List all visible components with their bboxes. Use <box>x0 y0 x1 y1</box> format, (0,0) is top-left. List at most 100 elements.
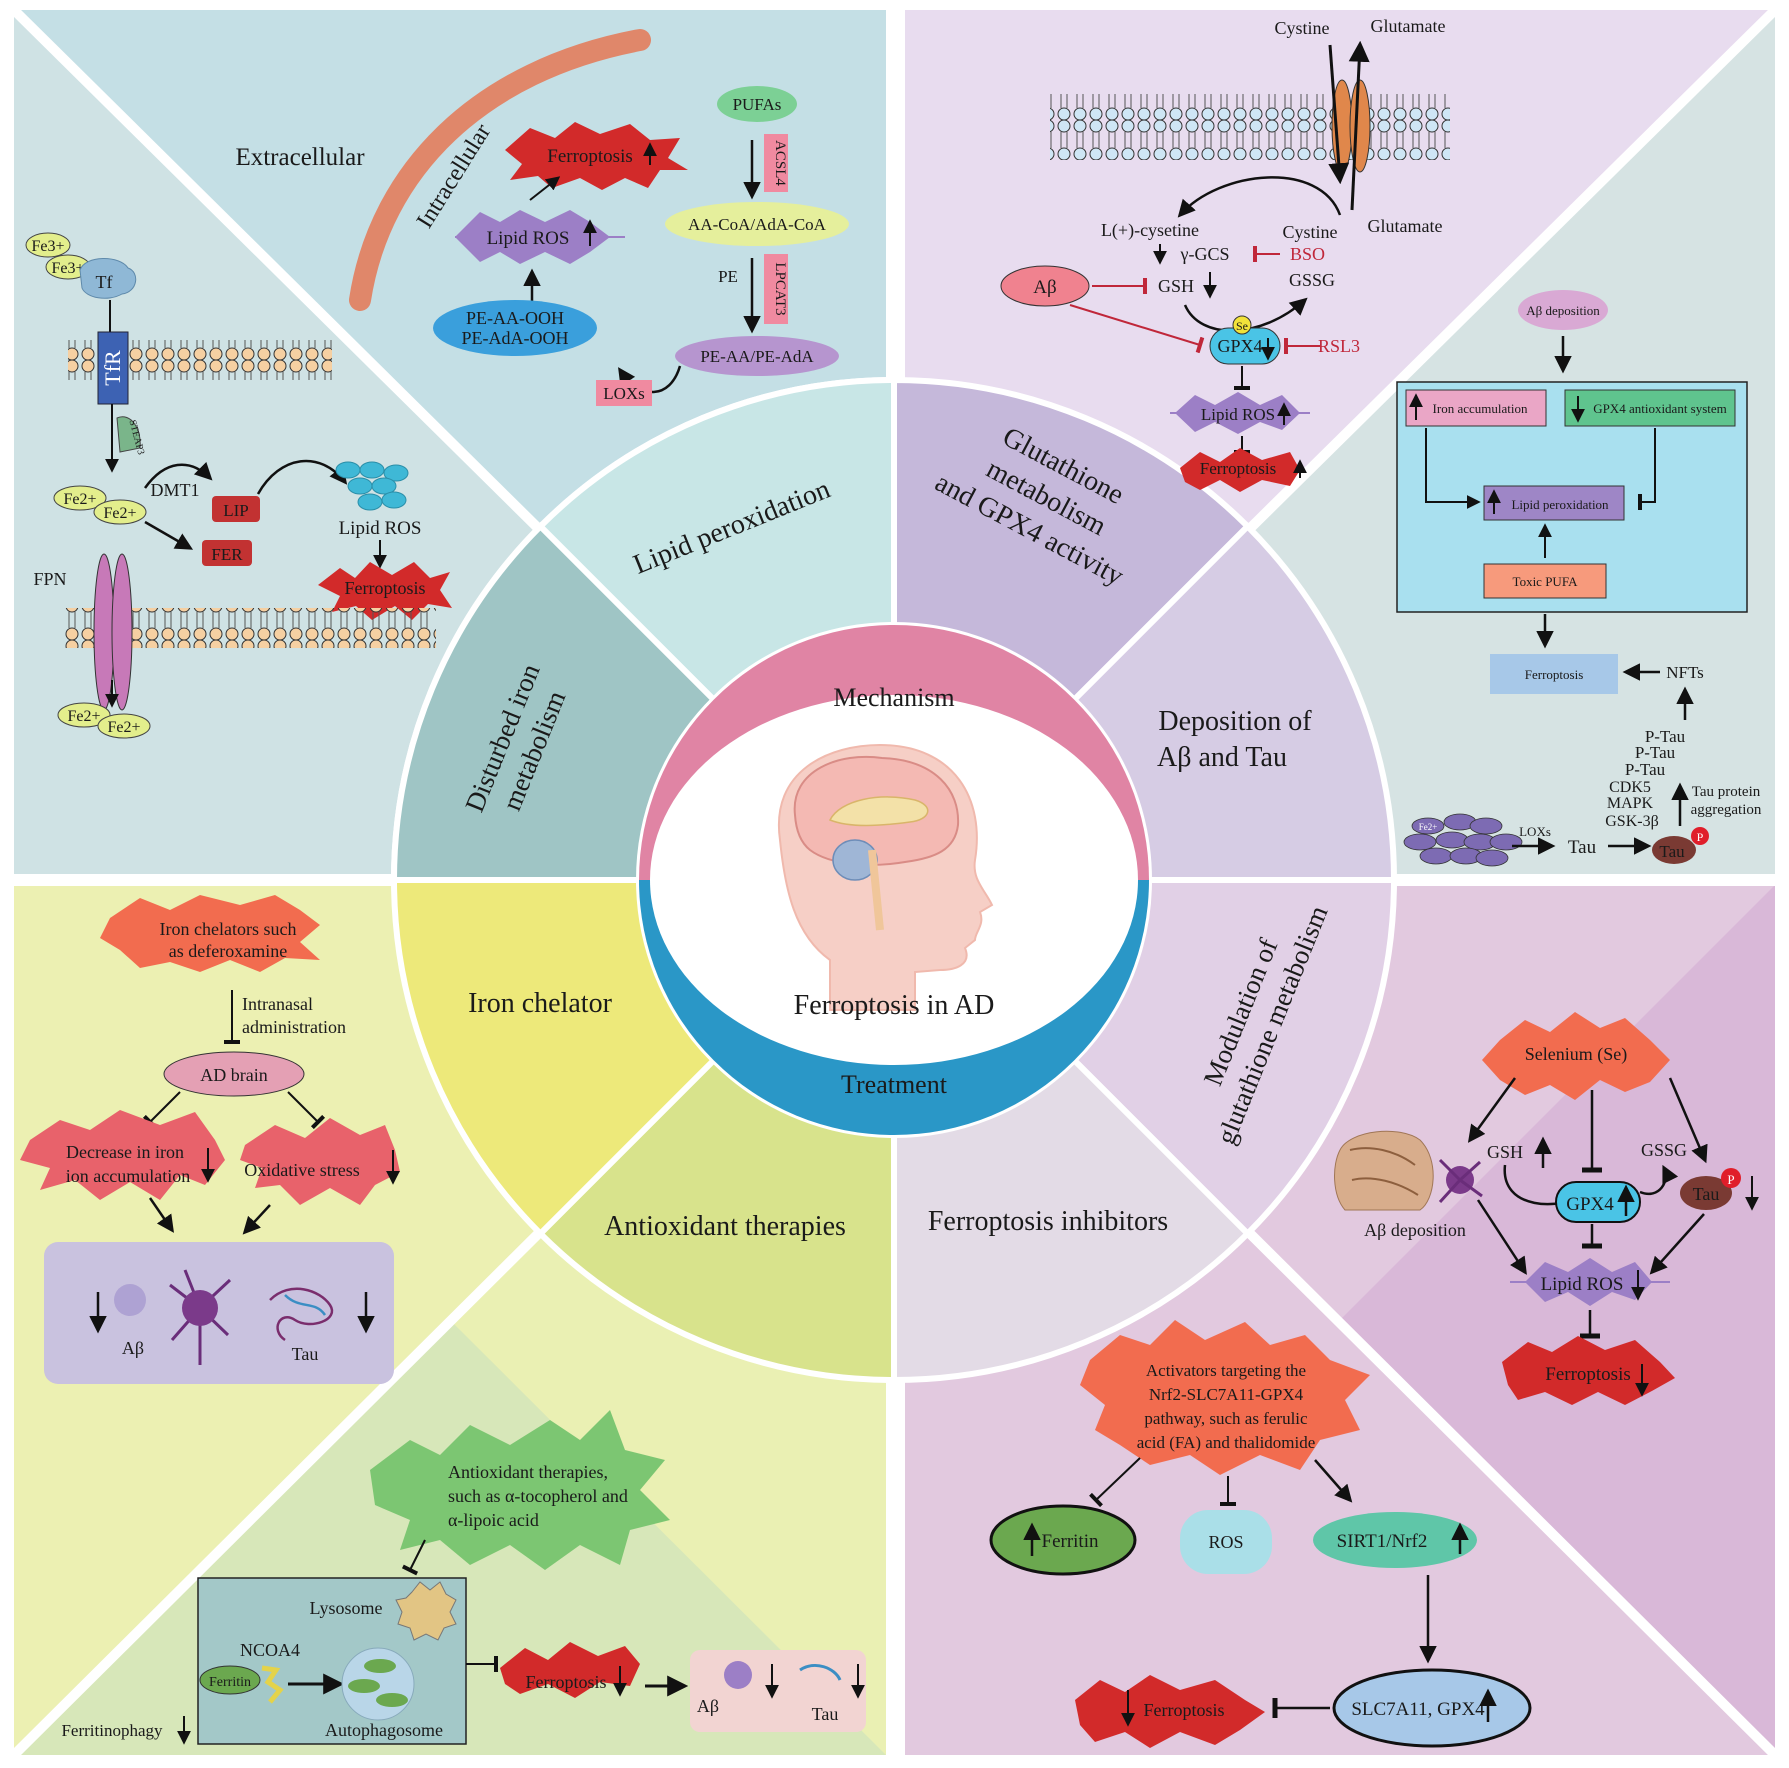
se-label: Se <box>1236 319 1248 333</box>
tau-tangle-icon-left <box>269 1287 334 1342</box>
decrease-label-2: ion accumulation <box>66 1166 190 1186</box>
chelator-text-2: as deferoxamine <box>169 941 287 961</box>
aa-coa-ellipse <box>665 202 849 246</box>
pufas-ellipse <box>717 86 797 122</box>
treatment-label: Treatment <box>841 1070 948 1099</box>
chelator-tau-label: Tau <box>292 1344 319 1364</box>
iron-chelator-panel: Iron chelators such as deferoxamine Intr… <box>20 895 400 1384</box>
pe-aa-ooh-2: PE-AdA-OOH <box>462 328 569 348</box>
iron-ferroptosis-label: Ferroptosis <box>345 578 426 598</box>
fpn-channel-right <box>111 553 133 711</box>
tfr-receptor <box>97 331 129 405</box>
dmt1-label: DMT1 <box>151 480 200 500</box>
mechanism-label: Mechanism <box>833 683 954 712</box>
inhibitors-label: Ferroptosis inhibitors <box>928 1206 1168 1237</box>
toxic-pufa-label: Toxic PUFA <box>1513 574 1579 589</box>
oxidative-label: Oxidative stress <box>244 1160 359 1180</box>
iron-accumulation-box <box>1405 389 1547 427</box>
antiox-ferroptosis-label: Ferroptosis <box>526 1672 607 1692</box>
chelator-burst <box>100 895 320 972</box>
ferritinophagy-label: Ferritinophagy <box>61 1721 163 1740</box>
nfts-label: NFTs <box>1666 663 1704 682</box>
cdk5-label: CDK5 <box>1609 779 1651 796</box>
fe3-label-a: Fe3+ <box>31 238 64 255</box>
iron-chelator-label: Iron chelator <box>468 988 612 1019</box>
modulation-ferroptosis-burst <box>1502 1336 1675 1405</box>
lipid-peroxidation-panel: Extracellular Intracellular Ferroptosis … <box>235 29 849 406</box>
gpx4-abeta-label: Aβ <box>1033 277 1056 298</box>
lpcat3-box <box>764 254 788 324</box>
antiox-text-2: such as α-tocopherol and <box>448 1486 628 1506</box>
sirt1-label: SIRT1/Nrf2 <box>1337 1531 1428 1552</box>
sirt1-ellipse <box>1313 1512 1477 1568</box>
antiox-text-3: α-lipoic acid <box>448 1510 539 1530</box>
gpx4-label: GPX4 <box>1217 336 1262 356</box>
slc7a11-label: SLC7A11, GPX4 <box>1351 1699 1485 1720</box>
antiox-ferritin-label: Ferritin <box>209 1675 251 1690</box>
pufas-label: PUFAs <box>733 95 782 114</box>
fe3-label-b: Fe3+ <box>51 260 84 277</box>
fer-label: FER <box>211 545 243 564</box>
gcs-label: γ-GCS <box>1180 244 1230 264</box>
activator-text-3: pathway, such as ferulic <box>1144 1409 1308 1428</box>
pe-aa-ooh-1: PE-AA-OOH <box>466 308 564 328</box>
inhibitor-ros-label: ROS <box>1208 1532 1243 1552</box>
activator-text-1: Activators targeting the <box>1146 1361 1306 1380</box>
aa-coa-label: AA-CoA/AdA-CoA <box>688 215 827 234</box>
abeta-deposition-label: Aβ deposition <box>1526 303 1600 318</box>
pe-aa-label: PE-AA/PE-AdA <box>700 347 814 366</box>
ad-brain-label: AD brain <box>200 1065 267 1085</box>
glutamate-label: Glutamate <box>1368 216 1443 236</box>
cystine-label: Cystine <box>1282 222 1337 242</box>
modulation-gpx4-label: GPX4 <box>1566 1194 1614 1215</box>
loxs-label: LOXs <box>603 384 645 403</box>
membrane-arc <box>349 29 651 311</box>
deposition-label-2: Aβ and Tau <box>1157 742 1287 773</box>
tau-aggregation-label-2: aggregation <box>1691 802 1762 818</box>
bso-label: BSO <box>1290 244 1325 264</box>
lipid-peroxidation-box <box>1483 485 1625 521</box>
selenium-burst <box>1482 1012 1670 1100</box>
ros-box <box>1180 1510 1272 1574</box>
chelator-result-box <box>44 1242 394 1384</box>
ptau-label-2: P-Tau <box>1635 743 1676 762</box>
brain-slice-icon <box>1334 1130 1434 1211</box>
lpcat3-label: LPCAT3 <box>772 262 788 315</box>
chelator-text-1: Iron chelators such <box>160 919 297 939</box>
tfr-label: TfR <box>100 350 125 386</box>
gpx4-system-label: GPX4 antioxidant system <box>1593 401 1727 416</box>
gpx4-lipid-ros-label: Lipid ROS <box>1201 405 1275 424</box>
ad-brain-ellipse <box>163 1051 305 1097</box>
modulation-gsh-label: GSH <box>1487 1142 1523 1162</box>
loxs-box <box>596 380 652 406</box>
gssg-label: GSSG <box>1289 270 1335 290</box>
cystine-top-label: Cystine <box>1274 18 1329 38</box>
ncoa4-label: NCOA4 <box>240 1640 300 1660</box>
gsk-label: GSK-3β <box>1605 813 1658 830</box>
intranasal-label-2: administration <box>242 1017 346 1037</box>
activator-text-2: Nrf2-SLC7A11-GPX4 <box>1149 1385 1304 1404</box>
intranasal-label-1: Intranasal <box>242 994 313 1014</box>
inhibitor-ferritin-label: Ferritin <box>1042 1531 1099 1552</box>
abeta-deposition-ellipse <box>1518 290 1608 330</box>
modulation-gssg-label: GSSG <box>1641 1140 1687 1160</box>
pe-aa-ooh-ellipse <box>433 300 597 356</box>
activator-burst <box>1080 1320 1370 1475</box>
abeta-ferroptosis-label: Ferroptosis <box>1525 667 1584 682</box>
glutathione-modulation-panel: Selenium (Se) Aβ deposition GSH GSSG GPX… <box>1334 1012 1759 1405</box>
central-wheel: Mechanism Ferroptosis in AD Treatment Li… <box>390 376 1398 1384</box>
antiox-result-box <box>690 1650 866 1732</box>
modulation-lipid-ros-label: Lipid ROS <box>1541 1274 1624 1295</box>
gpx4-panel: Cystine Glutamate Glutamate L(+)-cysetin… <box>1000 16 1450 492</box>
neuron-icon-left <box>169 1269 232 1365</box>
iron-ferroptosis-burst <box>318 562 452 620</box>
modulation-ferroptosis-label: Ferroptosis <box>1545 1364 1631 1385</box>
abeta-tau-panel: Aβ deposition Iron accumulation GPX4 ant… <box>1396 290 1762 867</box>
pe-aa-ellipse <box>675 336 839 376</box>
p-badge-label: P <box>1697 830 1704 844</box>
tau-p-label: Tau <box>1659 842 1685 861</box>
rsl3-label: RSL3 <box>1318 336 1360 356</box>
inhibitor-ferroptosis-burst <box>1075 1675 1265 1748</box>
acsl4-label: ACSL4 <box>772 140 788 186</box>
